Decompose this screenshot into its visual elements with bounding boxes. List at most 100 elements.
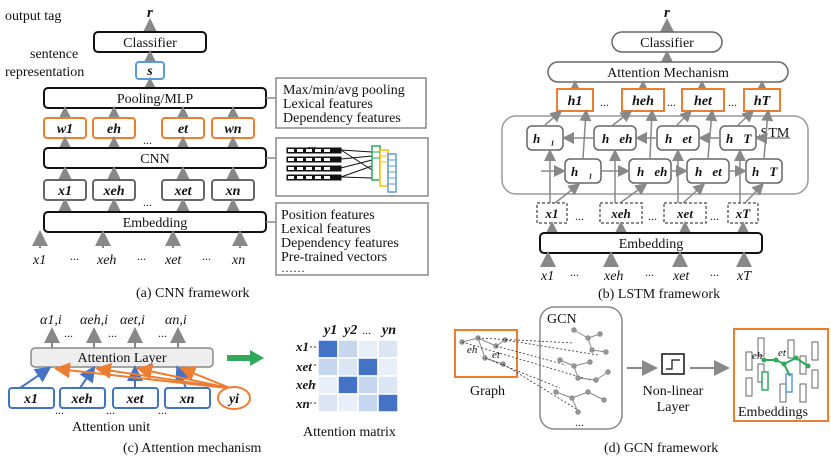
cnn-input-2: xeh	[96, 253, 116, 268]
h-token-2: heh	[632, 94, 654, 109]
svg-text:...: ...	[55, 403, 64, 417]
matrix-row-3: xeh	[295, 377, 316, 392]
att-x-4: xn	[179, 392, 195, 407]
emb-et: et	[778, 347, 787, 359]
cnn-input-4: xn	[231, 253, 245, 268]
svg-text:...: ...	[710, 209, 719, 223]
lstm-output-r: r	[664, 5, 670, 21]
attention-unit-label: Attention unit	[72, 420, 150, 435]
sentence-label: sentence	[30, 47, 78, 62]
lstm-x-3: xet	[676, 206, 693, 221]
lstm-x-4: xT	[735, 206, 752, 221]
lstm-embedding-label: Embedding	[619, 237, 684, 252]
embeddings-label: Embeddings	[738, 405, 808, 420]
x-token-3: xet	[173, 184, 192, 199]
att-x-2: xeh	[71, 392, 93, 407]
step-function-icon	[666, 359, 680, 370]
y-i-node	[217, 386, 251, 410]
alpha-1: α1,i	[40, 313, 62, 328]
gcn-caption: (d) GCN framework	[604, 441, 718, 456]
x-token-4: xn	[225, 184, 241, 199]
svg-text:h⃖eh: h⃖eh	[602, 131, 632, 146]
gcn-label: GCN	[547, 312, 577, 327]
att-x-3: xet	[125, 392, 144, 407]
green-arrow-icon	[227, 350, 264, 366]
h-token-4: hT	[754, 94, 772, 109]
lstm-x-2: xeh	[610, 206, 631, 221]
lstm-classifier-label: Classifier	[640, 36, 694, 51]
attention-matrix-grid	[317, 339, 399, 413]
svg-text:...: ...	[575, 415, 584, 429]
matrix-row-2: xet	[295, 359, 312, 374]
attention-mechanism: α1,i ... αeh,i ... αet,i ... αn,i Attent…	[8, 313, 399, 456]
matrix-row-4: xn	[295, 396, 310, 411]
feature-bottom-3: Dependency features	[281, 236, 399, 251]
svg-text:...: ...	[202, 249, 211, 263]
cnn-embedding-label: Embedding	[123, 216, 188, 231]
cnn-framework: output tag r Classifier sentence represe…	[5, 5, 429, 301]
svg-text:...: ...	[645, 265, 654, 279]
svg-text:h⃗et: h⃗et	[695, 164, 722, 179]
attention-layer-box	[30, 347, 214, 368]
nonlinear-label-1: Non-linear	[643, 384, 704, 399]
svg-text:...: ...	[570, 265, 579, 279]
cnn-input-3: xet	[164, 253, 182, 268]
nonlinear-box	[661, 353, 685, 375]
graph-label: Graph	[470, 384, 505, 399]
svg-text:...: ...	[64, 326, 73, 340]
h-token-3: het	[694, 94, 713, 109]
feature-bottom-1: Position features	[281, 208, 375, 223]
svg-text:...: ...	[70, 249, 79, 263]
svg-text:h⃖et: h⃖et	[665, 131, 692, 146]
svg-text:...: ...	[137, 249, 146, 263]
w-dots: ...	[143, 133, 152, 147]
feature-bottom-5: ……	[281, 261, 305, 275]
output-tag-label: output tag	[5, 9, 61, 24]
emb-eh: eh	[752, 350, 763, 362]
alpha-3: αet,i	[120, 313, 145, 328]
matrix-col-3: ...	[362, 323, 371, 337]
lstm-caption: (b) LSTM framework	[598, 287, 720, 302]
alpha-4: αn,i	[165, 313, 187, 328]
w-token-1: w1	[57, 122, 73, 137]
svg-text:...: ...	[108, 326, 117, 340]
pooling-features-box	[275, 77, 427, 129]
feature-top-1: Max/min/avg pooling	[283, 83, 405, 98]
attention-caption: (c) Attention mechanism	[123, 441, 262, 456]
att-y-i: yi	[227, 392, 239, 407]
svg-text:h⃖₁: h⃖₁	[533, 131, 555, 146]
svg-text:...: ...	[106, 403, 115, 417]
svg-text:...: ...	[158, 326, 167, 340]
lstm-framework: r Classifier Attention Mechanism h1 heh …	[501, 5, 809, 302]
alpha-2: αeh,i	[80, 313, 108, 328]
svg-text:...: ...	[710, 265, 719, 279]
graph-box	[454, 329, 518, 378]
w-token-2: eh	[107, 122, 121, 137]
feature-bottom-4: Pre-trained vectors	[281, 250, 387, 265]
lstm-input-1: x1	[540, 269, 554, 284]
feature-bottom-2: Lexical features	[281, 222, 371, 237]
cnn-output-r: r	[147, 5, 153, 21]
convolution-illustration-icon: ...	[286, 139, 397, 193]
svg-text:...: ...	[308, 139, 317, 151]
lstm-input-4: xT	[736, 269, 752, 284]
svg-text:h⃗₁: h⃗₁	[571, 164, 593, 179]
svg-text:h⃗T: h⃗T	[752, 164, 778, 179]
pooling-label: Pooling/MLP	[117, 92, 193, 107]
matrix-row-1: x1	[295, 339, 309, 354]
cnn-label: CNN	[140, 152, 170, 167]
attention-matrix-label: Attention matrix	[303, 425, 396, 440]
attention-mechanism-box	[547, 61, 789, 83]
lstm-x-1: x1	[545, 206, 559, 221]
matrix-col-1: y1	[322, 323, 337, 338]
h-token-1: h1	[568, 94, 583, 109]
svg-text:...: ...	[667, 95, 676, 109]
s-symbol: s	[146, 64, 153, 79]
feature-top-2: Lexical features	[283, 97, 373, 112]
nonlinear-label-2: Layer	[657, 400, 690, 415]
attention-mechanism-label: Attention Mechanism	[607, 66, 729, 81]
embedding-features-box	[275, 202, 429, 276]
matrix-col-4: yn	[380, 323, 396, 338]
gcn-graph-icon	[553, 327, 611, 415]
